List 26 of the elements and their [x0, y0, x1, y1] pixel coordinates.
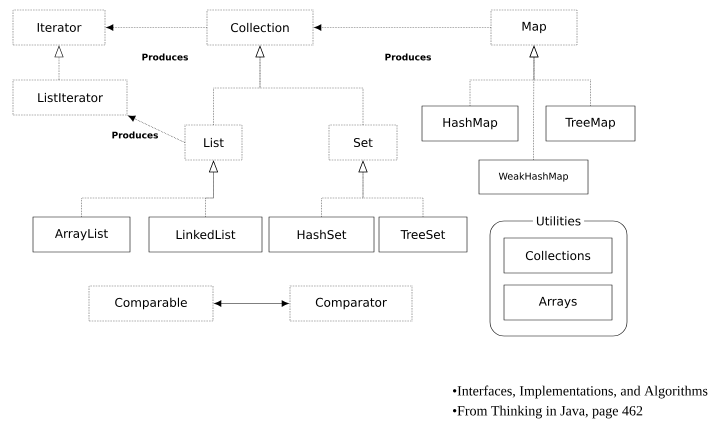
class-box: TreeMap [546, 106, 636, 142]
edge-label: Produces [384, 52, 432, 62]
interface-box: List [184, 124, 242, 160]
class-box: ArrayList [32, 216, 130, 252]
class-box: HashMap [422, 106, 518, 142]
class-box: Arrays [504, 284, 612, 320]
edge-label: Produces [140, 52, 190, 62]
edge-label: Produces [110, 130, 160, 140]
class-box: TreeSet [378, 216, 468, 252]
caption-line: •Interfaces, Implementations, and Algorithms [453, 386, 708, 398]
class-box: LinkedList [148, 216, 262, 252]
interface-box: Set [328, 124, 398, 160]
arrow [128, 115, 185, 143]
arrow [214, 300, 289, 307]
interface-box: Collection [206, 10, 314, 46]
interface-box: Comparable [88, 286, 214, 322]
interface-box: Map [490, 10, 578, 46]
class-box: Collections [504, 238, 612, 274]
interface-box: Iterator [12, 10, 106, 46]
caption-line: •From Thinking in Java, page 462 [453, 406, 642, 418]
interface-box: Comparator [290, 286, 412, 322]
arrow [314, 24, 491, 31]
class-box: WeakHashMap [478, 160, 588, 194]
class-box: HashSet [268, 216, 374, 252]
interface-box: ListIterator [12, 80, 128, 116]
arrow [106, 24, 207, 31]
